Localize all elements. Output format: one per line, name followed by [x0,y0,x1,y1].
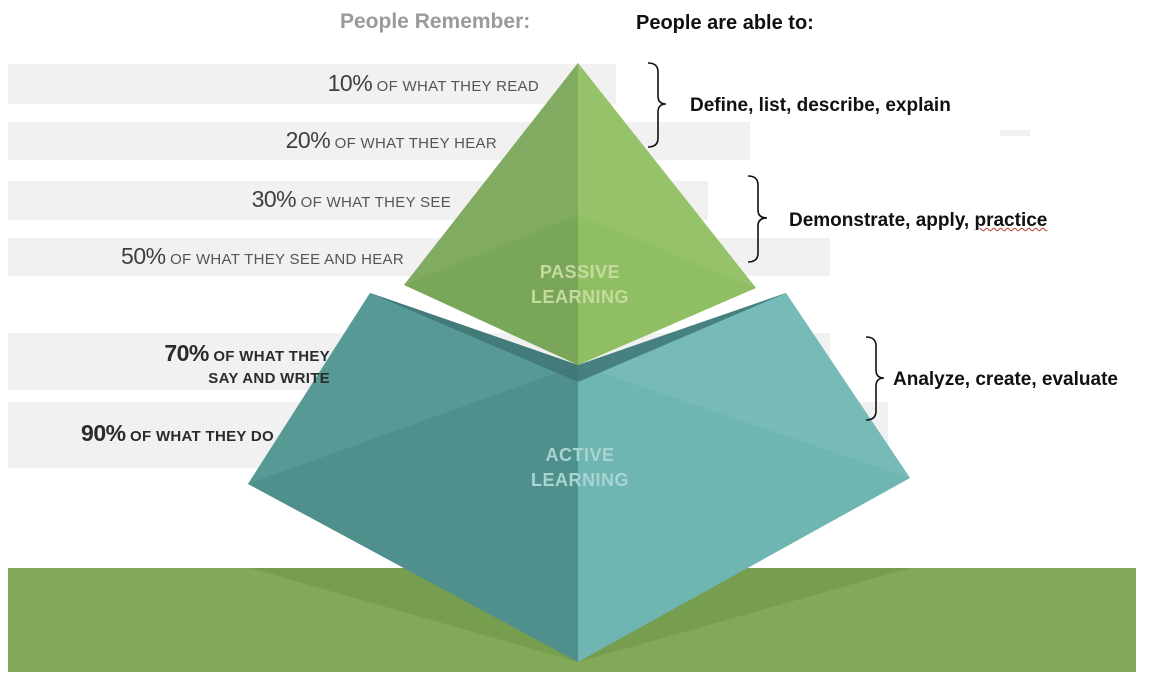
active-learning-section [248,293,910,662]
remember-percent: 10% [327,70,373,96]
brace-3 [865,336,885,421]
passive-learning-label: PASSIVE LEARNING [500,260,660,310]
braces [647,62,885,421]
passive-learning-section [404,63,756,365]
remember-item: 30% OF WHAT THEY SEE [252,186,451,213]
remember-percent: 90% [81,420,126,446]
remember-percent: 70% [164,340,209,366]
brace-1 [647,62,667,148]
remember-percent: 50% [121,243,166,269]
able-text: Demonstrate, apply, [789,210,970,231]
remember-item: 10% OF WHAT THEY READ [328,70,539,97]
band-fragment [1000,130,1030,136]
remember-percent: 20% [285,127,331,153]
people-able-heading: People are able to: [636,12,814,34]
remember-item: 20% OF WHAT THEY HEAR [286,127,497,154]
remember-text: OF WHAT THEY [213,348,330,365]
remember-text-line2: SAY AND WRITE [208,370,330,387]
passive-label-line2: LEARNING [531,287,629,307]
active-label-line1: ACTIVE [545,445,615,465]
remember-item: 50% OF WHAT THEY SEE AND HEAR [121,243,404,270]
remember-text: OF WHAT THEY READ [376,78,539,95]
able-item: Demonstrate, apply, practice [789,210,1047,232]
able-item: Analyze, create, evaluate [893,369,1118,390]
passive-label-line1: PASSIVE [539,262,621,282]
remember-percent: 30% [251,186,297,212]
remember-item: 90% OF WHAT THEY DO [81,420,274,447]
remember-text: OF WHAT THEY HEAR [334,135,497,152]
people-remember-heading: People Remember: [340,10,531,33]
active-label-line2: LEARNING [531,470,629,490]
active-learning-label: ACTIVE LEARNING [500,443,660,493]
brace-2 [747,175,768,263]
band-1 [8,64,616,104]
remember-text: OF WHAT THEY DO [130,428,274,445]
remember-text: OF WHAT THEY SEE [300,194,451,211]
able-item: Define, list, describe, explain [690,95,951,116]
remember-item: 70% OF WHAT THEY SAY AND WRITE [164,342,330,390]
remember-text: OF WHAT THEY SEE AND HEAR [170,251,404,268]
spellcheck-marked-word: practice [974,210,1048,231]
